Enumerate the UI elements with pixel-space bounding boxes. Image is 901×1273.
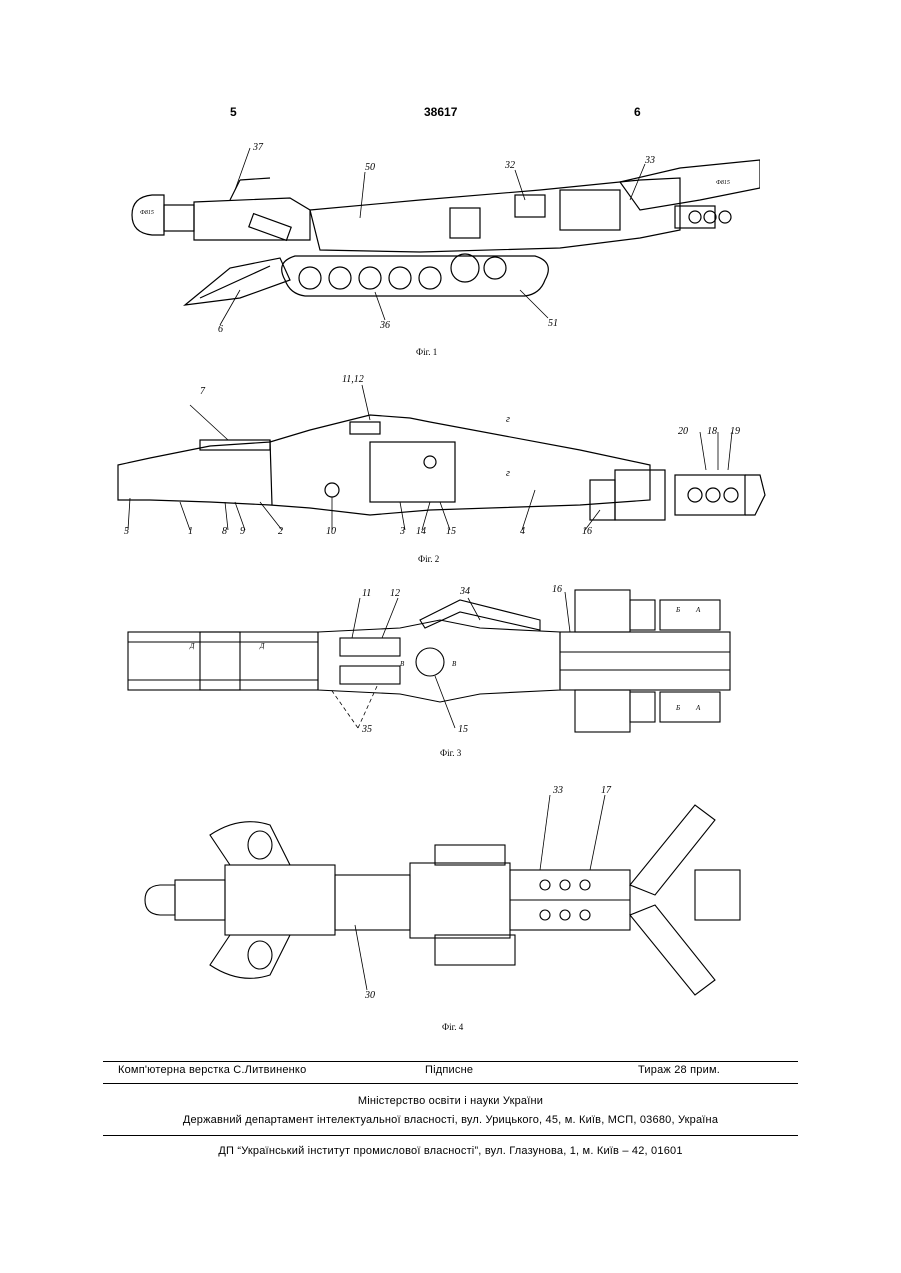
footer-ministry: Міністерство освіти і науки України	[0, 1095, 901, 1107]
figure-2-label: 14	[416, 526, 426, 537]
figure-4-label: 33	[553, 785, 563, 796]
figure-1-label: 32	[505, 160, 515, 171]
figure-2-label: г	[506, 468, 510, 479]
figure-2-label: 3	[400, 526, 405, 537]
figure-2-label: 19	[730, 426, 740, 437]
figure-4-drawing: 33 17 30	[135, 775, 755, 1025]
figure-2-label: 11,12	[342, 374, 364, 385]
figure-2-label: 2	[278, 526, 283, 537]
figure-2-label: 10	[326, 526, 336, 537]
footer-department: Державний департамент інтелектуальної вл…	[0, 1114, 901, 1126]
patent-number: 38617	[424, 105, 457, 119]
footer-divider-bottom	[103, 1135, 798, 1136]
footer-circulation: Тираж 28 прим.	[638, 1064, 720, 1076]
figure-2-label: 8	[222, 526, 227, 537]
figure-3-label: Д	[260, 642, 264, 650]
figure-3-label: В	[400, 660, 404, 668]
figure-3-drawing: 11 12 34 16 35 15 Д Д В В Б А Б А	[120, 580, 760, 745]
figure-3-label: 15	[458, 724, 468, 735]
page-number-right: 6	[634, 105, 641, 119]
figure-1-label: Ф815	[140, 210, 154, 216]
figure-4-label: 17	[601, 785, 611, 796]
footer-signed: Підписне	[425, 1064, 473, 1076]
figure-3-label: 34	[460, 586, 470, 597]
figure-4-label: 30	[365, 990, 375, 1001]
figure-3-label: Д	[190, 642, 194, 650]
figure-2-label: 4	[520, 526, 525, 537]
footer-divider-middle	[103, 1083, 798, 1084]
figure-3-label: 35	[362, 724, 372, 735]
figure-1-caption: Фіг. 1	[416, 347, 437, 357]
figure-3-label: В	[452, 660, 456, 668]
figure-2-label: 1	[188, 526, 193, 537]
figure-1-label: 50	[365, 162, 375, 173]
figure-2-label: 7	[200, 386, 205, 397]
footer-institute: ДП “Український інститут промислової вла…	[0, 1145, 901, 1157]
page-number-left: 5	[230, 105, 237, 119]
figure-1-label: 6	[218, 324, 223, 335]
figure-3-label: А	[696, 606, 700, 614]
figure-4-caption: Фіг. 4	[442, 1022, 463, 1032]
figure-3-label: 12	[390, 588, 400, 599]
figure-3-caption: Фіг. 3	[440, 748, 461, 758]
figure-3-label: 11	[362, 588, 371, 599]
figure-2-label: 5	[124, 526, 129, 537]
figure-2-caption: Фіг. 2	[418, 554, 439, 564]
figure-1-label: 36	[380, 320, 390, 331]
figure-1-label: 51	[548, 318, 558, 329]
figure-1-drawing: 37 50 32 33 6 36 51 Ф815 Ф815	[120, 140, 760, 355]
figure-3-label: 16	[552, 584, 562, 595]
figure-3-label: Б	[676, 704, 680, 712]
figure-2-label: 15	[446, 526, 456, 537]
figure-2-label: г	[506, 414, 510, 425]
figure-2-label: 16	[582, 526, 592, 537]
figure-1-label: 33	[645, 155, 655, 166]
footer-divider-top	[103, 1061, 798, 1062]
figure-2-label: 9	[240, 526, 245, 537]
figure-2-drawing: 7 11,12 20 18 19 5 1 8 9 2 10 3 14 15 4 …	[110, 370, 770, 550]
figure-3-label: Б	[676, 606, 680, 614]
figure-1-label: 37	[253, 142, 263, 153]
figure-3-label: А	[696, 704, 700, 712]
figure-2-label: 18	[707, 426, 717, 437]
figure-2-label: 20	[678, 426, 688, 437]
footer-typesetting: Комп'ютерна верстка С.Литвиненко	[118, 1064, 306, 1076]
figure-1-label: Ф815	[716, 180, 730, 186]
